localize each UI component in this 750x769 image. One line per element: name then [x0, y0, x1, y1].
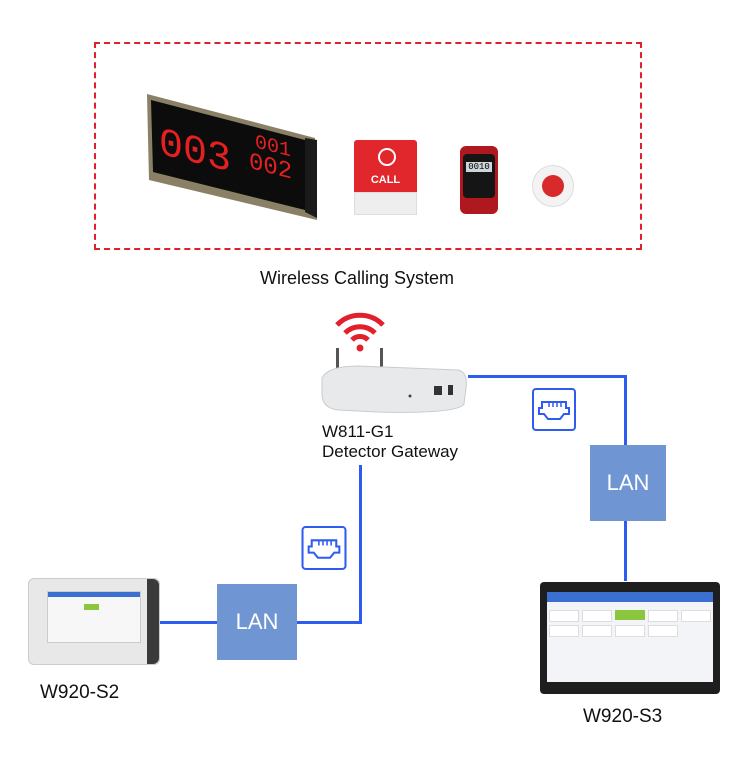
w920-s2-label: W920-S2 — [40, 682, 120, 703]
w920-s3-label: W920-S3 — [583, 706, 663, 727]
gateway-model: W811-G1 — [322, 422, 394, 441]
wireless-calling-system-group — [94, 42, 642, 250]
link-gateway-down — [359, 465, 362, 623]
lan-box-right: LAN — [590, 445, 666, 521]
lan-box-left: LAN — [217, 584, 297, 660]
round-call-button-device — [532, 165, 574, 207]
pager-watch-device: 0010 — [460, 146, 498, 214]
w920-s2-device — [28, 578, 160, 665]
gateway-device — [318, 348, 468, 416]
call-label: CALL — [370, 174, 401, 186]
link-gateway-to-right — [468, 375, 627, 378]
group-title: Wireless Calling System — [260, 268, 455, 288]
link-lan-left-to-s2 — [160, 621, 217, 624]
led-display-device: 003 001 002 — [145, 88, 320, 220]
gateway-name: Detector Gateway — [322, 442, 459, 461]
link-lan-right-to-s3 — [624, 521, 627, 581]
ethernet-port-icon — [301, 526, 347, 570]
watch-display: 0010 — [466, 162, 492, 172]
call-button-device: CALL — [354, 140, 417, 215]
hand-touch-icon — [378, 148, 396, 166]
w920-s3-device — [540, 582, 720, 694]
link-down-to-lan-right — [624, 375, 627, 445]
gateway-label: W811-G1 Detector Gateway — [322, 422, 458, 462]
link-to-lan-left — [297, 621, 362, 624]
ethernet-port-icon — [532, 388, 576, 431]
wifi-icon — [333, 307, 387, 355]
